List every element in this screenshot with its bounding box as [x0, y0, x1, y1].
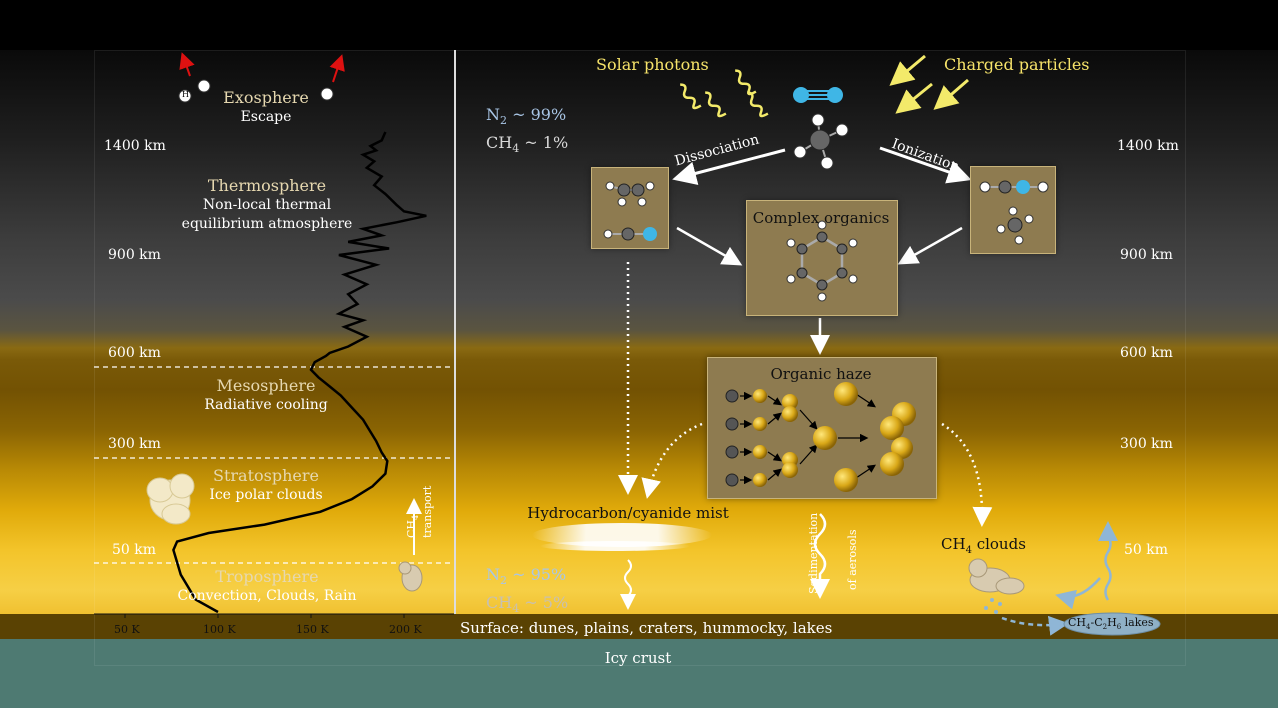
icy-crust-band [0, 639, 1278, 708]
temp-tick-50: 50 K [114, 623, 140, 636]
troposphere-label: Troposphere [215, 567, 319, 586]
stratosphere-label: Stratosphere [213, 466, 319, 485]
composition-top: N2 ~ 99% CH4 ~ 1% [486, 105, 569, 156]
atmosphere-gradient [0, 0, 1278, 615]
troposphere-desc: Convection, Clouds, Rain [177, 588, 357, 604]
organic-haze-box [707, 357, 937, 499]
temp-tick-100: 100 K [203, 623, 236, 636]
altitude-1400-right: 1400 km [1117, 138, 1179, 154]
altitude-300-right: 300 km [1120, 436, 1173, 452]
sedimentation-label: Sedimentation [807, 512, 820, 594]
composition-bottom: N2 ~ 95% CH4 ~ 5% [486, 565, 569, 616]
crust-label: Icy crust [604, 649, 672, 667]
ch4-clouds-label: CH4 clouds [941, 535, 1026, 556]
complex-organics-title: Complex organics [752, 209, 890, 227]
temperature-panel [94, 50, 456, 614]
temp-tick-200: 200 K [389, 623, 422, 636]
diagram-frame [94, 50, 1186, 666]
ionization-products-box [970, 166, 1056, 254]
tropospheric-cloud-graphic [398, 561, 423, 592]
altitude-600-left: 600 km [108, 345, 161, 361]
dissociation-products-box [591, 167, 669, 249]
lake-graphic [1063, 612, 1161, 636]
thermosphere-desc-2: equilibrium atmosphere [181, 216, 353, 232]
top-band [0, 0, 1278, 50]
altitude-1400-left: 1400 km [104, 138, 166, 154]
charged-particles-label: Charged particles [944, 55, 1090, 74]
thermosphere-label: Thermosphere [207, 176, 327, 195]
mist-label: Hydrocarbon/cyanide mist [527, 504, 729, 522]
altitude-900-right: 900 km [1120, 247, 1173, 263]
atom-h-label: H [182, 90, 189, 99]
altitude-300-left: 300 km [108, 436, 161, 452]
temperature-profile-line [172, 131, 427, 614]
altitude-50-right: 50 km [1124, 542, 1169, 558]
thermosphere-desc-1: Non-local thermal [202, 197, 332, 213]
solar-photons-label: Solar photons [596, 55, 709, 74]
stratosphere-desc: Ice polar clouds [209, 487, 323, 503]
exosphere-desc: Escape [240, 109, 292, 125]
mesosphere-desc: Radiative cooling [204, 397, 328, 413]
polar-cloud-graphic [146, 473, 195, 525]
altitude-600-right: 600 km [1120, 345, 1173, 361]
surface-label: Surface: dunes, plains, craters, hummock… [460, 619, 833, 637]
altitude-50-left: 50 km [112, 542, 157, 558]
exosphere-label: Exosphere [223, 88, 309, 107]
altitude-900-left: 900 km [108, 247, 161, 263]
lakes-label: CH4-C2H6 lakes [1068, 616, 1154, 632]
temp-tick-150: 150 K [296, 623, 329, 636]
aerosols-label: of aerosols [846, 529, 859, 590]
complex-organics-box [746, 200, 898, 316]
organic-haze-title: Organic haze [770, 365, 872, 383]
mist-graphic [532, 523, 712, 547]
mesosphere-label: Mesosphere [216, 376, 316, 395]
methane-cloud-graphic [968, 558, 1025, 595]
ch4-transport-label: CH4 transport [405, 485, 435, 538]
